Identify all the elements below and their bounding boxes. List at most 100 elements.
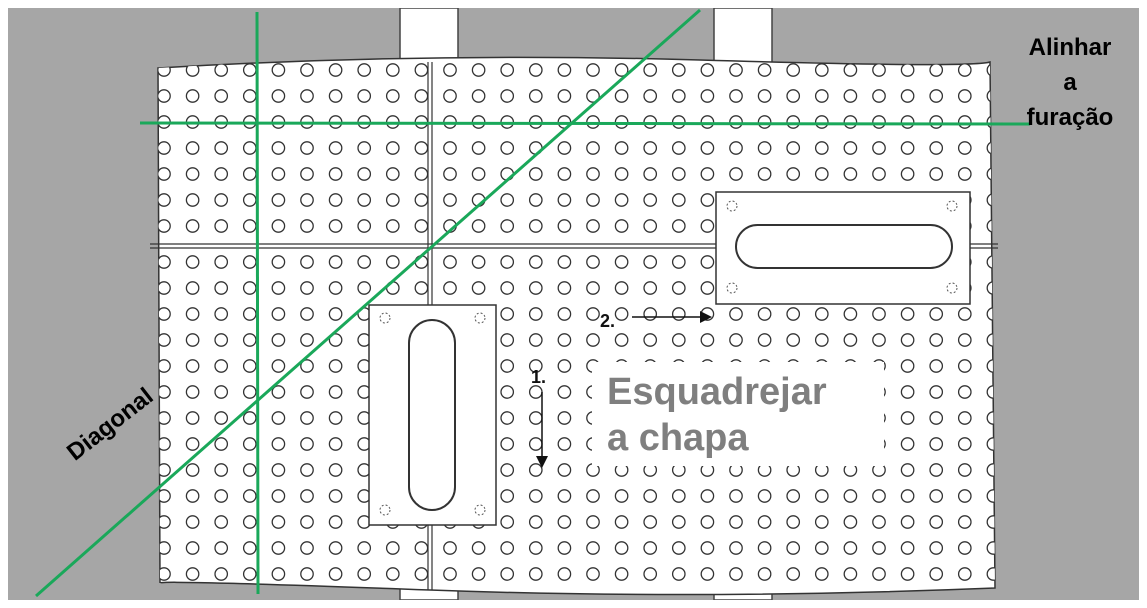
perforation-hole	[757, 333, 772, 347]
perforation-hole	[528, 63, 543, 77]
align-label-line-3: furação	[1026, 104, 1114, 131]
perforation-hole	[586, 193, 600, 207]
perforation-hole	[557, 489, 572, 503]
perforation-hole	[271, 359, 286, 373]
perforation-hole	[700, 281, 715, 295]
perforation-hole	[214, 167, 229, 181]
perforation-hole	[471, 63, 486, 77]
perforation-hole	[214, 463, 229, 477]
perforation-hole	[786, 115, 801, 129]
perforation-hole	[328, 489, 343, 503]
perforation-hole	[586, 63, 600, 77]
perforation-hole	[843, 567, 858, 581]
perforation-hole	[614, 515, 629, 529]
perforation-hole	[671, 541, 686, 555]
perforation-hole	[957, 541, 972, 555]
perforation-hole	[158, 167, 171, 181]
perforation-hole	[471, 281, 486, 295]
perforation-hole	[158, 89, 171, 103]
perforation-hole	[500, 307, 515, 321]
perforation-hole	[814, 515, 829, 529]
perforation-hole	[271, 437, 286, 451]
perforation-hole	[843, 515, 858, 529]
perforation-hole	[443, 567, 457, 581]
perforation-hole	[557, 141, 572, 155]
perforation-hole	[814, 333, 829, 347]
perforation-hole	[214, 359, 229, 373]
perforation-hole	[300, 219, 314, 233]
perforation-hole	[271, 489, 286, 503]
perforation-hole	[814, 541, 829, 555]
step-1-label: 1.	[531, 367, 546, 387]
clamp-plate-vertical	[368, 304, 497, 526]
perforation-hole	[929, 385, 944, 399]
perforation-hole	[271, 385, 286, 399]
perforation-hole	[328, 333, 343, 347]
perforation-hole	[700, 115, 715, 129]
perforation-hole	[729, 89, 743, 103]
perforation-hole	[614, 541, 629, 555]
perforation-hole	[957, 489, 972, 503]
perforation-hole	[443, 193, 457, 207]
perforation-hole	[242, 193, 257, 207]
perforation-hole	[986, 437, 995, 451]
perforation-hole	[214, 219, 229, 233]
perforation-hole	[557, 359, 572, 373]
perforation-hole	[643, 281, 658, 295]
perforation-hole	[643, 141, 658, 155]
perforation-hole	[500, 437, 515, 451]
perforation-hole	[500, 281, 515, 295]
perforation-hole	[300, 515, 314, 529]
perforation-hole	[500, 515, 515, 529]
perforation-hole	[872, 333, 886, 347]
perforation-hole	[242, 167, 257, 181]
perforation-hole	[357, 89, 372, 103]
perforation-hole	[872, 489, 886, 503]
perforation-hole	[271, 411, 286, 425]
perforation-hole	[786, 167, 801, 181]
perforation-hole	[957, 463, 972, 477]
perforation-hole	[528, 515, 543, 529]
perforation-hole	[528, 437, 543, 451]
perforation-hole	[443, 281, 457, 295]
perforation-hole	[900, 437, 915, 451]
perforation-hole	[185, 385, 200, 399]
perforation-hole	[643, 333, 658, 347]
perforation-hole	[957, 333, 972, 347]
perforation-hole	[471, 541, 486, 555]
diagonal-guide-line	[35, 8, 701, 598]
perforation-hole	[557, 541, 572, 555]
perforation-hole	[385, 89, 400, 103]
perforation-hole	[843, 115, 858, 129]
perforation-hole	[500, 219, 515, 233]
perforation-hole	[557, 333, 572, 347]
perforation-hole	[757, 115, 772, 129]
perforation-hole	[185, 515, 200, 529]
perforation-hole	[900, 63, 915, 77]
perforation-hole	[158, 333, 171, 347]
perforation-hole	[700, 567, 715, 581]
perforation-hole	[900, 333, 915, 347]
perforation-hole	[614, 63, 629, 77]
perforation-hole	[586, 333, 600, 347]
perforation-hole	[385, 167, 400, 181]
perforation-hole	[614, 219, 629, 233]
perforation-hole	[300, 411, 314, 425]
perforation-hole	[700, 193, 715, 207]
perforation-hole	[471, 167, 486, 181]
perforation-hole	[271, 541, 286, 555]
perforation-hole	[271, 141, 286, 155]
perforation-hole	[300, 193, 314, 207]
perforation-hole	[557, 385, 572, 399]
perforation-hole	[357, 567, 372, 581]
perforation-hole	[614, 333, 629, 347]
perforation-hole	[957, 167, 972, 181]
horizontal-alignment-line	[139, 121, 1031, 126]
perforation-hole	[158, 255, 171, 269]
perforation-hole	[586, 567, 600, 581]
vertical-guide-line	[255, 11, 260, 595]
perforation-hole	[614, 193, 629, 207]
perforation-hole	[328, 281, 343, 295]
perforation-hole	[158, 141, 171, 155]
